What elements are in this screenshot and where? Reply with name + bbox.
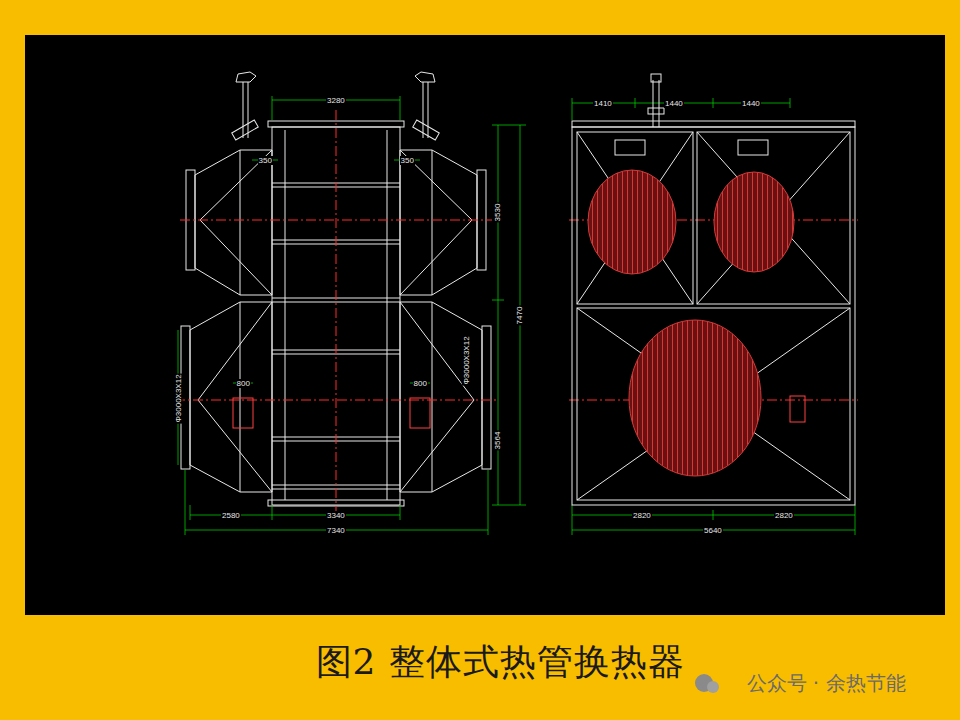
dimension-text: 1440 xyxy=(741,99,761,108)
side-view xyxy=(572,74,855,505)
watermark: 公众号 · 余热节能 xyxy=(747,671,906,695)
dimension-text: 2580 xyxy=(221,511,241,520)
figure-caption: 图2 整体式热管换热器 xyxy=(316,641,685,683)
dimension-text: Φ3000X3X12 xyxy=(174,373,183,423)
dimension-lines xyxy=(178,96,855,535)
dimension-text: 3564 xyxy=(493,430,502,450)
dimension-text: 2820 xyxy=(632,511,652,520)
dimension-text: 350 xyxy=(258,156,273,165)
dimension-text: 3530 xyxy=(493,202,502,222)
centre-lines xyxy=(175,110,858,512)
dimension-text: 5640 xyxy=(703,526,723,535)
dimension-text: 350 xyxy=(400,156,415,165)
dimension-text: Φ3000X3X12 xyxy=(462,335,471,385)
dimension-text: 3340 xyxy=(326,511,346,520)
dimension-text: 800 xyxy=(413,379,428,388)
tube-bundles xyxy=(588,170,794,476)
dimension-text: 2820 xyxy=(774,511,794,520)
watermark-icon xyxy=(695,674,719,693)
dimension-text: 7340 xyxy=(326,526,346,535)
dimension-text: 800 xyxy=(236,379,251,388)
dimension-text: 3280 xyxy=(326,96,346,105)
dimension-text: 7470 xyxy=(515,305,524,325)
dimension-text: 1440 xyxy=(664,99,684,108)
black-panel xyxy=(25,35,945,615)
dimension-text: 1410 xyxy=(593,99,613,108)
